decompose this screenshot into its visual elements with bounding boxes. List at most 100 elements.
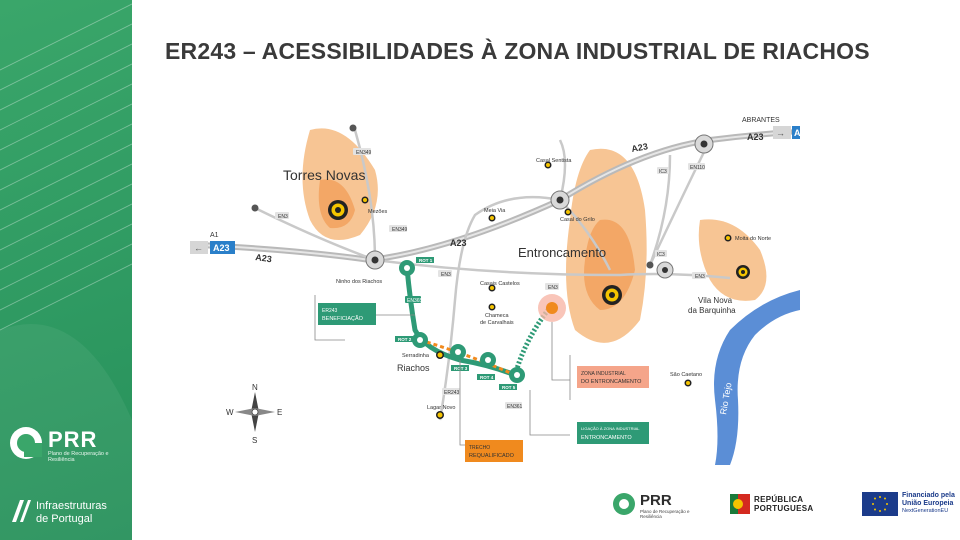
en349-badge-2: EN349 bbox=[392, 227, 408, 233]
a23-label-west: A23 bbox=[255, 252, 273, 264]
footer-prr-text: PRR bbox=[640, 492, 672, 509]
town-markers bbox=[328, 161, 750, 419]
moita-do-norte-label: Moita do Norte bbox=[735, 236, 771, 242]
callout-leaders bbox=[314, 295, 571, 446]
footer-prr-subtitle: Plano de Recuperação e Resiliência bbox=[640, 509, 690, 519]
torres-novas-label: Torres Novas bbox=[283, 167, 365, 183]
en361-badge: EN361 bbox=[507, 404, 523, 410]
trecho-line1: TRECHO bbox=[469, 445, 490, 451]
ligacao-line1: LIGAÇÃO À ZONA INDUSTRIAL bbox=[581, 426, 640, 431]
arrow-left-icon: ← bbox=[194, 243, 203, 253]
en3-badge-east: EN3 bbox=[548, 285, 558, 291]
prr-logo-subtitle: Plano de Recuperação e Resiliência bbox=[48, 451, 109, 463]
abrantes-label: ABRANTES bbox=[742, 117, 780, 124]
eu-funding-logo: Financiado pela União Europeia NextGener… bbox=[862, 492, 960, 518]
da-barquinha-label: da Barquinha bbox=[688, 306, 736, 315]
urban-area-vila-nova bbox=[698, 219, 767, 301]
callout-ligacao: LIGAÇÃO À ZONA INDUSTRIAL ENTRONCAMENTO bbox=[577, 422, 649, 444]
prr-logo-text: PRR bbox=[48, 427, 98, 452]
footer-prr-logo: PRR Plano de Recuperação e Resiliência bbox=[612, 492, 702, 519]
republica-portuguesa-logo: REPÚBLICA PORTUGUESA bbox=[730, 494, 820, 516]
republica-text: REPÚBLICA bbox=[754, 495, 804, 504]
a1-direction-sign: A1 ← A23 bbox=[190, 232, 235, 254]
en3-badge-west: EN3 bbox=[278, 214, 288, 220]
trecho-line2: REQUALIFICADO bbox=[469, 453, 515, 459]
a23-badge-west: A23 bbox=[213, 243, 230, 253]
access-map: Rio Tejo bbox=[190, 117, 800, 465]
rot2-label: ROT 2 bbox=[398, 337, 412, 342]
zona-line1: ZONA INDUSTRIAL bbox=[581, 371, 626, 377]
en3-badge-center: EN3 bbox=[441, 272, 451, 278]
a23-label-center: A23 bbox=[450, 238, 467, 248]
callout-zona-industrial: ZONA INDUSTRIAL DO ENTRONCAMENTO bbox=[577, 366, 649, 388]
er243-badge: ER243 bbox=[444, 390, 460, 396]
lagar-novo-label: Lagar Novo bbox=[427, 405, 455, 411]
prr-emblem-icon bbox=[10, 427, 42, 459]
prr-logo: PRR Plano de Recuperação e Resiliência bbox=[8, 425, 128, 465]
abrantes-direction-sign: ABRANTES → A23 bbox=[742, 117, 800, 139]
rot4-label: ROT 4 bbox=[480, 375, 494, 380]
a23-label-east: A23 bbox=[631, 141, 649, 154]
compass-n: N bbox=[252, 383, 258, 392]
meia-via-label: Meia Via bbox=[484, 208, 506, 214]
a23-badge-east: A23 bbox=[794, 128, 800, 138]
ninho-dos-riachos-label: Ninho dos Riachos bbox=[336, 279, 382, 285]
beneficiacao-line1: ER243 bbox=[322, 308, 338, 314]
en365-badge: EN365 bbox=[407, 298, 423, 304]
sidebar-panel: PRR Plano de Recuperação e Resiliência I… bbox=[0, 0, 132, 540]
serradinha-label: Serradinha bbox=[402, 353, 430, 359]
mezoes-label: Mezões bbox=[368, 209, 388, 215]
a1-label: A1 bbox=[210, 232, 219, 239]
riachos-label: Riachos bbox=[397, 363, 430, 373]
callout-er243-beneficiacao: ER243 BENEFICIAÇÃO bbox=[318, 303, 376, 325]
river-tejo bbox=[714, 290, 800, 465]
en110-badge: EN110 bbox=[690, 165, 705, 171]
industrial-zone-marker bbox=[546, 302, 558, 314]
entroncamento-label: Entroncamento bbox=[518, 245, 606, 260]
rot3-label: ROT 3 bbox=[454, 366, 468, 371]
footer-prr-emblem-icon bbox=[613, 493, 635, 515]
infraestruturas-emblem-icon bbox=[12, 500, 31, 522]
roundabout-markers bbox=[399, 260, 525, 383]
casais-castelos-label: Casais Castelos bbox=[480, 281, 520, 287]
compass-s: S bbox=[252, 436, 257, 445]
eu-funding-text: Financiado pela União Europeia bbox=[902, 492, 955, 508]
ic3-badge-south: IC3 bbox=[657, 252, 665, 258]
casal-do-grilo-label: Casal do Grilo bbox=[560, 217, 595, 223]
trecho-requalificado-road bbox=[419, 338, 516, 377]
infraestruturas-logo: Infraestruturas de Portugal bbox=[10, 498, 130, 528]
infraestruturas-text: Infraestruturas bbox=[36, 500, 107, 512]
de-portugal-text: de Portugal bbox=[36, 513, 93, 525]
arrow-right-icon: → bbox=[776, 128, 785, 138]
ligacao-line2: ENTRONCAMENTO bbox=[581, 435, 632, 441]
ligacao-zona-industrial-road bbox=[512, 308, 550, 376]
rot5-label: ROT 5 bbox=[502, 385, 516, 390]
uniao-europeia-text: União Europeia bbox=[902, 500, 954, 507]
ic3-badge-north: IC3 bbox=[659, 169, 667, 175]
eu-flag-icon bbox=[862, 492, 898, 516]
callout-trecho-requalificado: TRECHO REQUALIFICADO bbox=[465, 440, 523, 462]
zona-line2: DO ENTRONCAMENTO bbox=[581, 379, 642, 385]
portuguesa-text: PORTUGUESA bbox=[754, 504, 814, 513]
nextgeneration-text: NextGenerationEU bbox=[902, 508, 949, 514]
motorway-nodes bbox=[251, 124, 714, 279]
compass-w: W bbox=[226, 408, 234, 417]
vila-nova-label: Vila Nova bbox=[698, 296, 733, 305]
compass-e: E bbox=[277, 408, 282, 417]
beneficiacao-line2: BENEFICIAÇÃO bbox=[322, 315, 364, 322]
casal-sentista-label: Casal Sentista bbox=[536, 158, 572, 164]
urban-core-entroncamento bbox=[584, 219, 635, 310]
rot1-label: ROT 1 bbox=[419, 258, 433, 263]
financiado-pela-text: Financiado pela bbox=[902, 492, 955, 499]
page-title: ER243 – ACESSIBILIDADES À ZONA INDUSTRIA… bbox=[165, 38, 870, 64]
a23-label-far-east: A23 bbox=[747, 132, 764, 142]
sidebar-wave-pattern bbox=[0, 3, 132, 540]
portugal-flag-emblem-icon bbox=[730, 494, 750, 514]
de-carvalhais-label: de Carvalhais bbox=[480, 320, 514, 326]
chameca-label: Chameca bbox=[485, 313, 509, 319]
sao-caetano-label: São Caetano bbox=[670, 372, 702, 378]
republica-portuguesa-text: REPÚBLICA PORTUGUESA bbox=[754, 495, 813, 513]
en349-badge: EN349 bbox=[356, 150, 372, 156]
compass-rose: N S E W bbox=[226, 383, 282, 445]
en3-badge-vila-nova: EN3 bbox=[695, 274, 705, 280]
